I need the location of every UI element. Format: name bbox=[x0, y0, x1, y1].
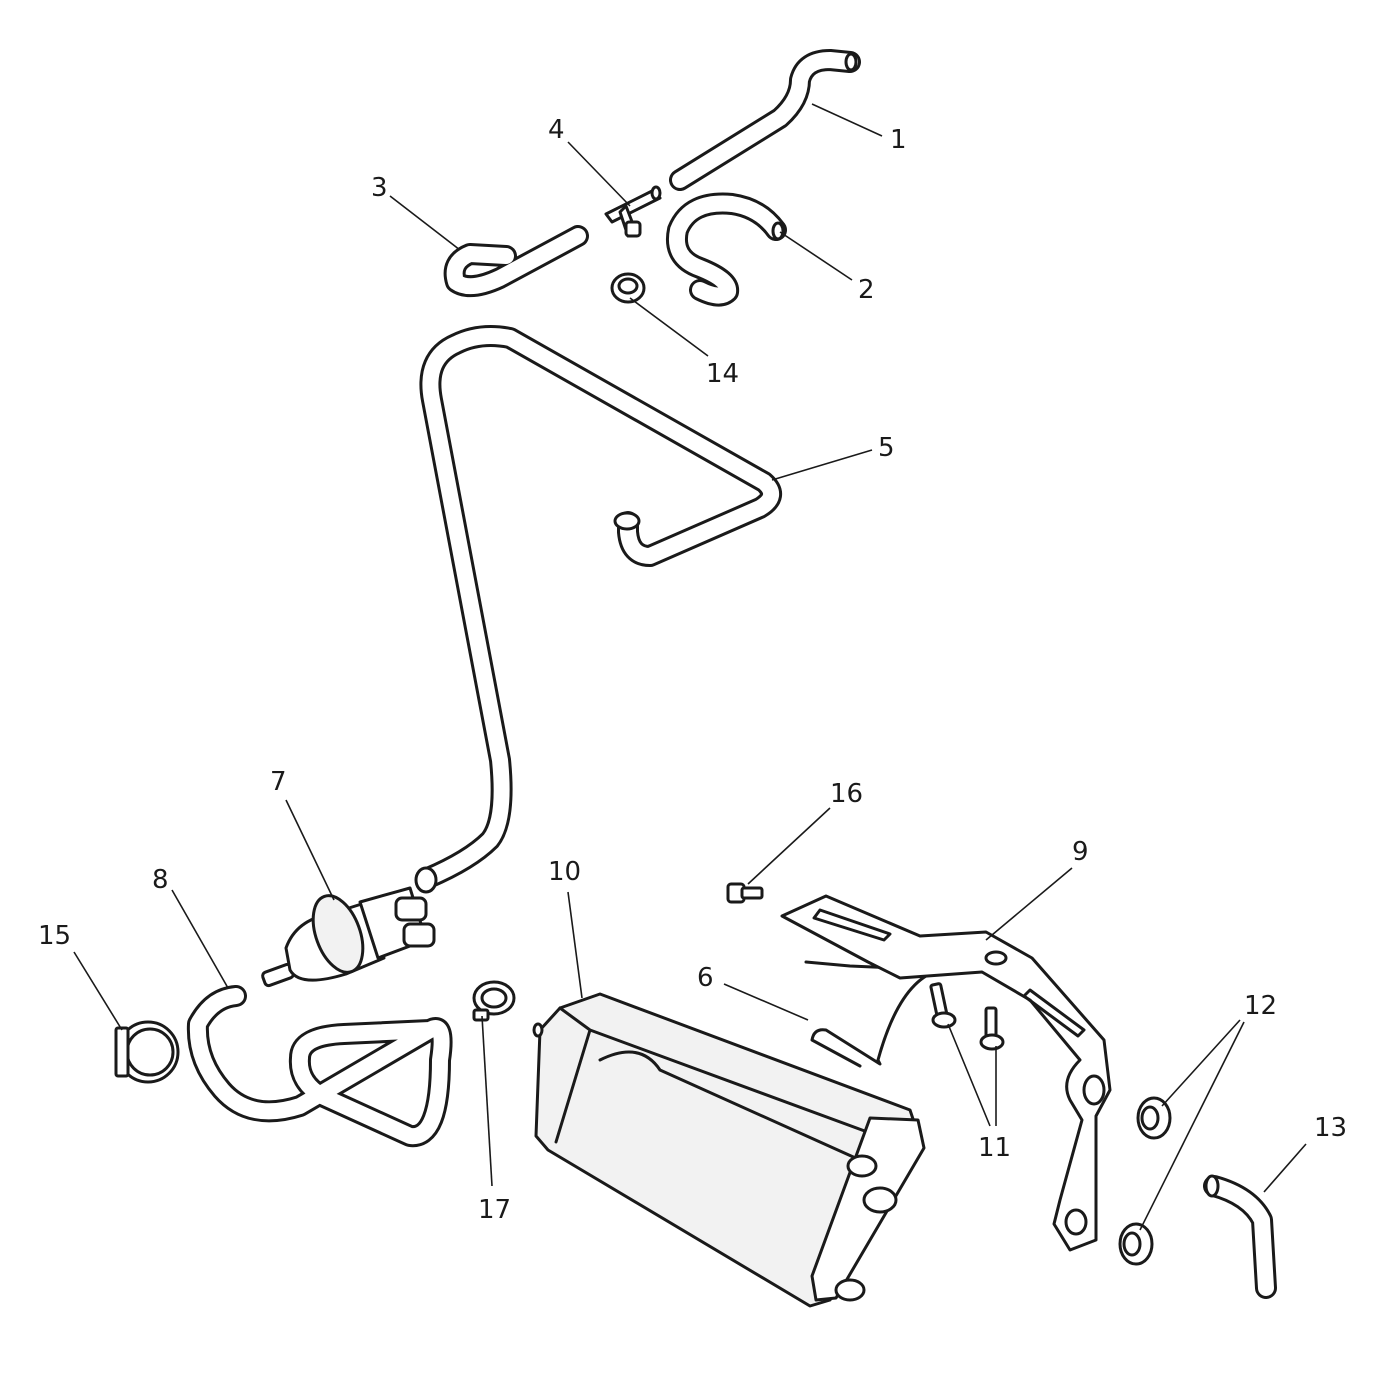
callout-2: 2 bbox=[858, 275, 875, 305]
part-12-grommets bbox=[1118, 1096, 1172, 1266]
part-5-hose bbox=[414, 325, 782, 894]
callout-labels: 1 2 3 4 14 5 6 7 8 15 16 9 10 11 12 13 1… bbox=[38, 115, 1347, 1225]
callout-13: 13 bbox=[1314, 1113, 1347, 1143]
callout-3: 3 bbox=[371, 173, 388, 203]
callout-11: 11 bbox=[978, 1133, 1011, 1163]
callout-12: 12 bbox=[1244, 991, 1277, 1021]
part-7-purge-valve bbox=[261, 886, 436, 988]
callout-14: 14 bbox=[706, 359, 739, 389]
callout-10: 10 bbox=[548, 857, 581, 887]
part-14-clip bbox=[610, 272, 646, 304]
part-2-hose bbox=[666, 192, 787, 307]
callout-6: 6 bbox=[697, 963, 714, 993]
callout-8: 8 bbox=[152, 865, 169, 895]
part-8-hose bbox=[186, 985, 453, 1148]
callout-17: 17 bbox=[478, 1195, 511, 1225]
callout-4: 4 bbox=[548, 115, 565, 145]
part-11-screws bbox=[929, 982, 1005, 1051]
leader-lines bbox=[73, 103, 1307, 1231]
callout-9: 9 bbox=[1072, 837, 1089, 867]
part-4-t-connector bbox=[604, 185, 662, 238]
part-1-hose bbox=[669, 49, 861, 191]
part-17-clip bbox=[472, 980, 516, 1022]
callout-7: 7 bbox=[270, 767, 287, 797]
part-9-bracket bbox=[780, 894, 1112, 1252]
part-13-hose bbox=[1203, 1174, 1277, 1299]
callout-15: 15 bbox=[38, 921, 71, 951]
part-3-hose bbox=[443, 225, 589, 298]
callout-16: 16 bbox=[830, 779, 863, 809]
part-10-canister bbox=[532, 992, 926, 1308]
part-15-band-clip bbox=[114, 1020, 180, 1084]
callout-1: 1 bbox=[890, 125, 907, 155]
callout-5: 5 bbox=[878, 433, 895, 463]
part-16-screw bbox=[726, 882, 764, 904]
